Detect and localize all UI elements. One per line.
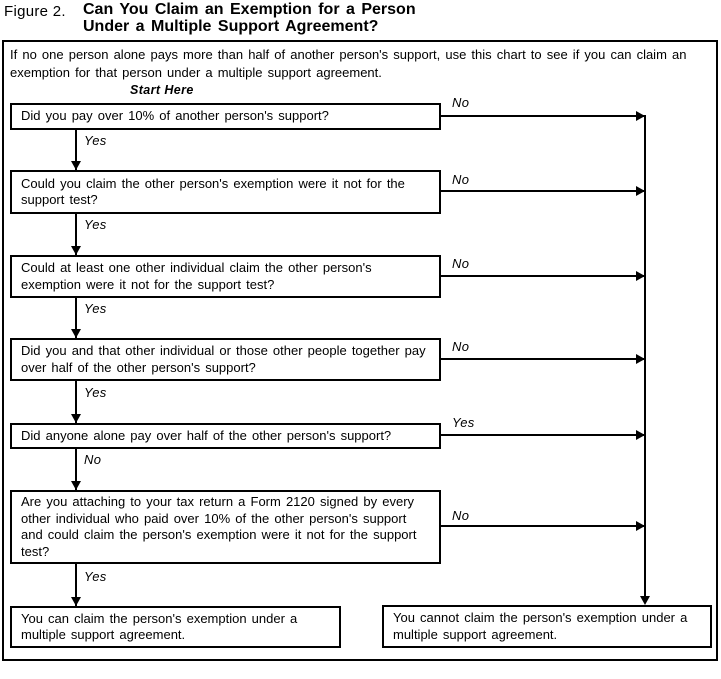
down-arrowhead-4 (71, 414, 81, 423)
question-box-6: Are you attaching to your tax return a F… (10, 490, 441, 564)
down-arrowhead-3 (71, 329, 81, 338)
right-arrowhead-4 (636, 354, 645, 364)
connector-right-6 (441, 525, 645, 527)
question-box-3: Could at least one other individual clai… (10, 255, 441, 298)
connector-right-4 (441, 358, 645, 360)
question-text-1: Did you pay over 10% of another person's… (21, 108, 329, 124)
connector-down-1 (75, 129, 77, 170)
branch-label-down-6: Yes (84, 569, 107, 584)
branch-label-right-1: No (452, 95, 470, 110)
branch-label-down-3: Yes (84, 301, 107, 316)
right-arrowhead-1 (636, 111, 645, 121)
branch-label-right-2: No (452, 172, 470, 187)
connector-right-2 (441, 190, 645, 192)
connector-down-6 (75, 563, 77, 606)
outcome-text-cannot-claim: You cannot claim the person's exemption … (393, 610, 688, 642)
down-arrowhead-6 (71, 597, 81, 606)
connector-down-2 (75, 213, 77, 255)
question-text-3: Could at least one other individual clai… (21, 260, 372, 292)
branch-label-right-4: No (452, 339, 470, 354)
right-arrowhead-5 (636, 430, 645, 440)
down-arrowhead-5 (71, 481, 81, 490)
question-text-5: Did anyone alone pay over half of the ot… (21, 427, 392, 443)
start-here-label: Start Here (130, 83, 194, 97)
connector-down-4 (75, 381, 77, 423)
right-arrowhead-2 (636, 186, 645, 196)
figure-label: Figure 2. (4, 3, 66, 20)
connector-right-3 (441, 275, 645, 277)
branch-label-right-3: No (452, 256, 470, 271)
connector-collector (644, 115, 646, 596)
branch-label-right-5: Yes (452, 415, 475, 430)
connector-right-1 (441, 115, 645, 117)
connector-down-5 (75, 448, 77, 490)
question-box-4: Did you and that other individual or tho… (10, 338, 441, 381)
question-box-1: Did you pay over 10% of another person's… (10, 103, 441, 130)
branch-label-down-2: Yes (84, 217, 107, 232)
connector-right-5 (441, 434, 645, 436)
outcome-text-can-claim: You can claim the person's exemption und… (21, 610, 298, 643)
question-box-2: Could you claim the other person's exemp… (10, 170, 441, 214)
branch-label-down-4: Yes (84, 385, 107, 400)
intro-text: If no one person alone pays more than ha… (10, 47, 687, 80)
down-arrowhead-1 (71, 161, 81, 170)
question-box-5: Did anyone alone pay over half of the ot… (10, 423, 441, 449)
outcome-box-can-claim: You can claim the person's exemption und… (10, 606, 341, 648)
right-arrowhead-3 (636, 271, 645, 281)
right-arrowhead-6 (636, 521, 645, 531)
branch-label-right-6: No (452, 508, 470, 523)
figure-title-line-1: Can You Claim an Exemption for a Person (83, 1, 416, 18)
question-text-2: Could you claim the other person's exemp… (21, 175, 405, 208)
question-text-6: Are you attaching to your tax return a F… (21, 494, 417, 559)
figure-title-line-2: Under a Multiple Support Agreement? (83, 18, 379, 35)
question-text-4: Did you and that other individual or tho… (21, 343, 426, 375)
collector-arrowhead (640, 596, 650, 605)
outcome-box-cannot-claim: You cannot claim the person's exemption … (382, 605, 712, 648)
figure-title: Can You Claim an Exemption for a Person … (83, 1, 416, 35)
connector-down-3 (75, 297, 77, 338)
branch-label-down-1: Yes (84, 133, 107, 148)
branch-label-down-5: No (84, 452, 102, 467)
down-arrowhead-2 (71, 246, 81, 255)
